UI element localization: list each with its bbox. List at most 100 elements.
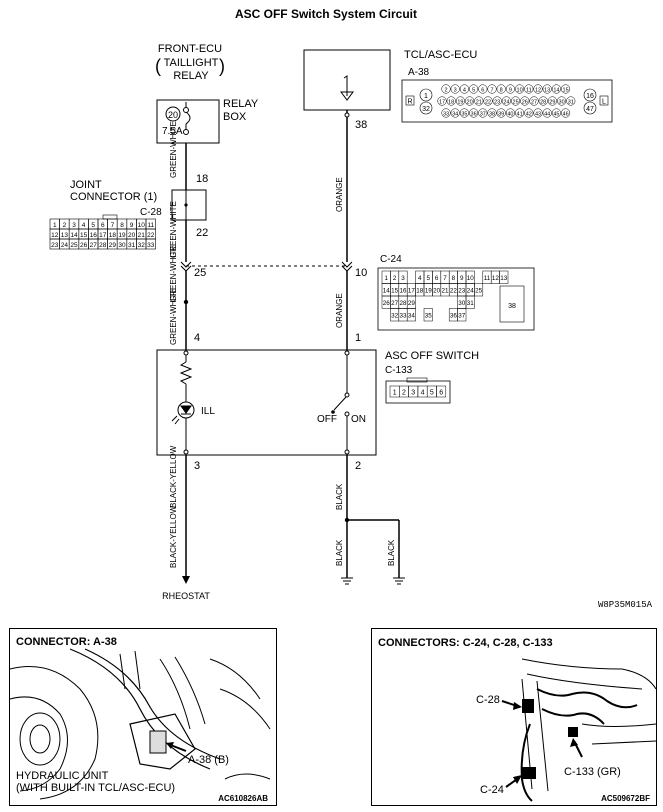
- a38-side-pin-label: 1: [424, 93, 428, 100]
- panel-right-callout-c28: C-28: [476, 694, 500, 706]
- tcl-ecu-label: TCL/ASC-ECU: [404, 49, 477, 61]
- c28-pin-label: 31: [128, 242, 136, 249]
- c24-pin-cell: [457, 308, 467, 322]
- joint-connector-box: [171, 189, 207, 221]
- switch-contact-off: [331, 410, 335, 414]
- a38-pin-label: 43: [535, 111, 541, 117]
- switch-on-label: ON: [351, 414, 366, 425]
- c28-pin-label: 32: [138, 242, 146, 249]
- wire-label-black-yellow-2: BLACK-YELLOW: [169, 505, 178, 568]
- a38-pin-label: 35: [461, 111, 467, 117]
- a38-pin-label: 2: [444, 87, 447, 93]
- c24-pin-cell: [499, 270, 509, 284]
- a38-side-pin-label: 32: [422, 106, 430, 113]
- c24-pin-label: 30: [458, 300, 466, 307]
- pin-10: 10: [355, 267, 367, 279]
- c24-housing: [377, 267, 535, 331]
- c28-pin-label: 29: [109, 242, 117, 249]
- a38-pin: [551, 108, 561, 118]
- illustration-harness-1: [536, 688, 638, 709]
- switch-terminal-2: [344, 449, 350, 455]
- a38-pin-label: 20: [467, 99, 473, 105]
- resistor-symbol: [179, 361, 193, 385]
- a38-pin: [542, 108, 552, 118]
- a38-side-pin-label: 47: [586, 106, 594, 113]
- wire-label-orange-1: ORANGE: [335, 177, 344, 212]
- a38-pin-label: 25: [513, 99, 519, 105]
- a38-pin-label: 15: [563, 87, 569, 93]
- a38-pin: [496, 84, 506, 94]
- a38-pin: [441, 84, 451, 94]
- a38-pin: [455, 96, 465, 106]
- c133-pin-label: 4: [421, 390, 425, 397]
- c28-pin-label: 21: [138, 232, 146, 239]
- illustration-strut-cap-inner: [29, 724, 51, 754]
- tcl-ecu-connector-id: A-38: [408, 67, 430, 78]
- a38-pin-label: 24: [503, 99, 509, 105]
- c28-pin-label: 22: [147, 232, 155, 239]
- illustration-connector-a38: [149, 730, 167, 754]
- c28-pin-label: 17: [99, 232, 107, 239]
- front-ecu-label: FRONT-ECU: [158, 43, 222, 55]
- c24-pin-label: 9: [460, 275, 464, 282]
- illustration-connector-c133: [568, 727, 578, 737]
- c24-pin-cell: [465, 295, 475, 309]
- a38-pin: [478, 84, 488, 94]
- a38-side-pin: [583, 88, 597, 102]
- a38-pin-label: 22: [485, 99, 491, 105]
- c28-pin-label: 27: [90, 242, 98, 249]
- a38-tag-left: [405, 95, 415, 106]
- a38-pin: [459, 108, 469, 118]
- a38-pin-label: 26: [522, 99, 528, 105]
- c24-pin-label: 14: [383, 288, 391, 295]
- a38-tag-left-label: R: [407, 99, 412, 106]
- c133-pin-label: 1: [393, 390, 397, 397]
- a38-side-pin: [419, 88, 433, 102]
- switch-contact-common: [344, 392, 350, 398]
- joint-connector-label: JOINT: [70, 179, 102, 191]
- c133-pin-label: 6: [439, 390, 443, 397]
- fuse-number-circle: [165, 106, 181, 122]
- a38-pin: [469, 84, 479, 94]
- front-ecu-taillight-label: TAILLIGHT: [164, 57, 219, 69]
- switch-terminal-4: [183, 350, 189, 356]
- panel-left-caption-2: (WITH BUILT-IN TCL/ASC-ECU): [16, 782, 175, 794]
- c133-pin-label: 3: [411, 390, 415, 397]
- c28-pin-label: 12: [51, 232, 59, 239]
- c28-key: [102, 214, 118, 220]
- c28-pin-label: 4: [82, 222, 86, 229]
- c24-pin-label: 3: [401, 275, 405, 282]
- c28-pin-cell: [145, 238, 156, 250]
- a38-pin: [538, 96, 548, 106]
- wire-label-green-white-1: GREEN-WHITE: [169, 121, 178, 178]
- c24-pin-label: 2: [393, 275, 397, 282]
- a38-pin-label: 13: [544, 87, 550, 93]
- a38-side-pin: [583, 101, 597, 115]
- a38-pin-label: 14: [553, 87, 559, 93]
- a38-pin-label: 29: [549, 99, 555, 105]
- c24-pin-label: 11: [484, 275, 491, 282]
- c24-pin-cell: [406, 308, 416, 322]
- relay-box-label-2: BOX: [223, 111, 247, 123]
- c28-pin-label: 9: [130, 222, 134, 229]
- panel-right-code: AC509672BF: [601, 794, 650, 803]
- c24-pin-label: 22: [450, 288, 458, 295]
- switch-contact-on: [344, 411, 350, 417]
- a38-pin-label: 39: [498, 111, 504, 117]
- callout-c24-arrowhead: [513, 775, 522, 784]
- a38-pin: [520, 96, 530, 106]
- pin-2: 2: [355, 460, 361, 472]
- a38-pin: [515, 108, 525, 118]
- connectors-c24-c28-c133-panel: CONNECTORS: C-24, C-28, C-133 C-28 C-133…: [371, 628, 657, 806]
- a38-side-pin: [419, 101, 433, 115]
- a38-pin-label: 45: [553, 111, 559, 117]
- c28-pin-label: 24: [61, 242, 69, 249]
- c133-pin-cell: [436, 385, 447, 398]
- a38-pin-label: 27: [531, 99, 537, 105]
- c133-housing: [385, 380, 451, 404]
- fuse-terminal-bottom: [183, 129, 189, 135]
- c24-pin-label: 4: [418, 275, 422, 282]
- a38-pin: [551, 84, 561, 94]
- wire-label-black-yellow-1: BLACK-YELLOW: [169, 445, 178, 508]
